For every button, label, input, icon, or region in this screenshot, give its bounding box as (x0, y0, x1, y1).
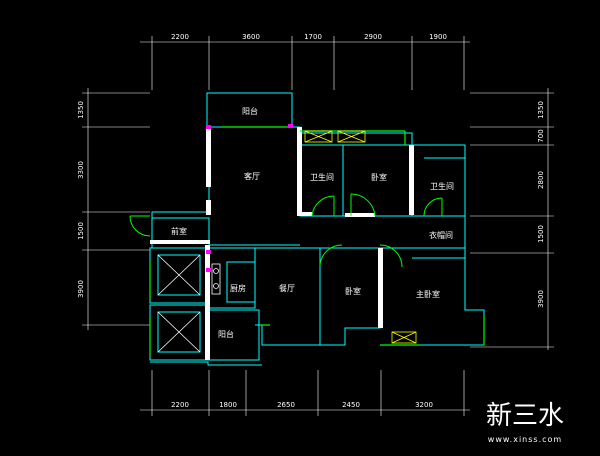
room-label-dining-room: 餐厅 (279, 284, 295, 293)
columns (206, 124, 293, 272)
dim-right-1: 1350 (537, 101, 545, 119)
elevators (157, 254, 201, 353)
room-label-balcony-top: 阳台 (242, 106, 258, 116)
dimension-labels-bottom: 2200 1800 2650 2450 3200 (171, 401, 433, 409)
dim-right-2: 700 (537, 129, 545, 142)
dim-right-4: 1500 (537, 225, 545, 243)
dim-top-5: 1900 (429, 33, 447, 41)
watermark-url: www.xinss.com (488, 435, 562, 444)
room-label-bedroom-2: 卧室 (345, 286, 361, 296)
room-label-living-room: 客厅 (244, 171, 260, 181)
dim-right-3: 2800 (537, 171, 545, 189)
room-label-master-bedroom: 主卧室 (416, 289, 440, 299)
wall-fills (150, 127, 414, 360)
dim-left-4: 3900 (77, 280, 85, 298)
dim-top-4: 2900 (364, 33, 382, 41)
room-label-balcony-bottom: 阳台 (218, 329, 234, 339)
dim-bottom-1: 2200 (171, 401, 189, 409)
dim-left-3: 1500 (77, 222, 85, 240)
ac-units (211, 130, 417, 344)
room-labels: 阳台 客厅 卫生间 卧室 卫生间 前室 衣帽间 厨房 餐厅 卧室 主卧室 阳台 (171, 106, 454, 339)
dim-bottom-2: 1800 (219, 401, 237, 409)
room-label-bathroom-2: 卫生间 (430, 181, 454, 191)
dimension-labels-right: 1350 700 2800 1500 3900 (537, 101, 545, 308)
dim-left-1: 1350 (77, 101, 85, 119)
dim-left-2: 3300 (77, 161, 85, 179)
dim-bottom-3: 2650 (277, 401, 295, 409)
room-label-closet: 衣帽间 (429, 230, 453, 240)
dim-top-1: 2200 (171, 33, 189, 41)
dim-bottom-5: 3200 (415, 401, 433, 409)
dim-top-3: 1700 (304, 33, 322, 41)
dim-bottom-4: 2450 (342, 401, 360, 409)
door-swings (129, 193, 443, 268)
room-label-bedroom-1: 卧室 (371, 172, 387, 182)
watermark-brand: 新三水 (486, 401, 564, 431)
dimension-lines (82, 36, 554, 416)
dim-top-2: 3600 (242, 33, 260, 41)
dimension-labels-top: 2200 3600 1700 2900 1900 (171, 33, 447, 41)
dim-right-5: 3900 (537, 290, 545, 308)
room-label-kitchen: 厨房 (230, 283, 246, 293)
room-label-bathroom-1: 卫生间 (310, 172, 334, 182)
room-label-entrance: 前室 (171, 226, 187, 236)
watermark: 新三水 www.xinss.com (486, 401, 564, 444)
dimension-labels-left: 1350 3300 1500 3900 (77, 101, 85, 298)
